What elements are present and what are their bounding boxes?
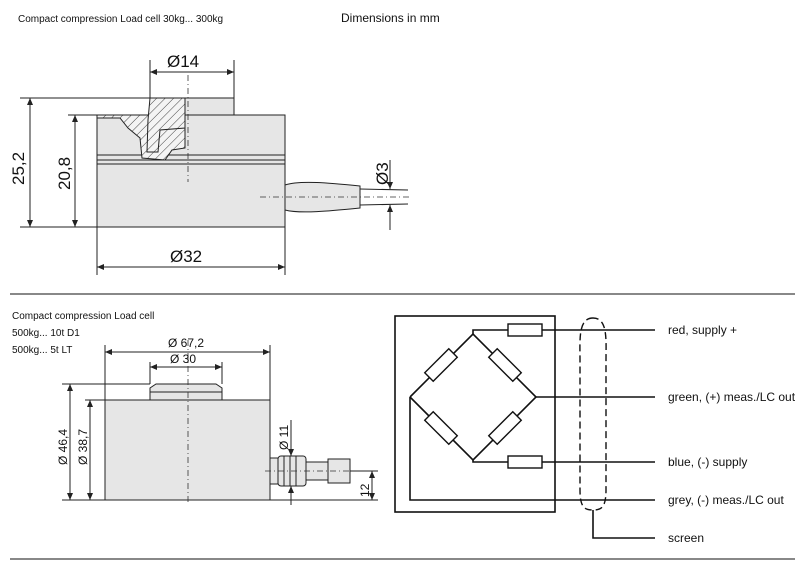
dim-diameter-11: Ø 11 — [277, 425, 291, 450]
wheatstone-bridge-diagram — [394, 315, 655, 539]
small-load-cell-body — [96, 97, 409, 228]
dim-height-20-8: 20,8 — [55, 157, 74, 190]
dim-length-12: 12 — [358, 483, 372, 497]
top-title: Compact compression Load cell 30kg... 30… — [18, 14, 223, 25]
dim-height-25-2: 25,2 — [9, 152, 28, 185]
range-d1: 500kg... 10t D1 — [12, 328, 80, 339]
wire-grey-label: grey, (-) meas./LC out — [668, 493, 784, 507]
range-lt: 500kg... 5t LT — [12, 345, 72, 356]
dim-diameter-32: Ø32 — [170, 247, 202, 266]
dim-diameter-67-2: Ø 67,2 — [168, 336, 204, 350]
bottom-title: Compact compression Load cell — [12, 311, 154, 322]
dim-diameter-14: Ø14 — [167, 52, 199, 71]
wire-screen-label: screen — [668, 531, 704, 545]
wire-blue-label: blue, (-) supply — [668, 455, 747, 469]
dim-diameter-46-4: Ø 46,4 — [56, 429, 70, 465]
dim-diameter-38-7: Ø 38,7 — [76, 429, 90, 465]
dim-diameter-30: Ø 30 — [170, 352, 196, 366]
dimensions-note: Dimensions in mm — [341, 11, 440, 25]
wire-green-label: green, (+) meas./LC out — [668, 390, 796, 404]
wire-red-label: red, supply + — [668, 323, 737, 337]
large-load-cell-body — [104, 383, 351, 501]
dim-diameter-3: Ø3 — [373, 162, 392, 185]
